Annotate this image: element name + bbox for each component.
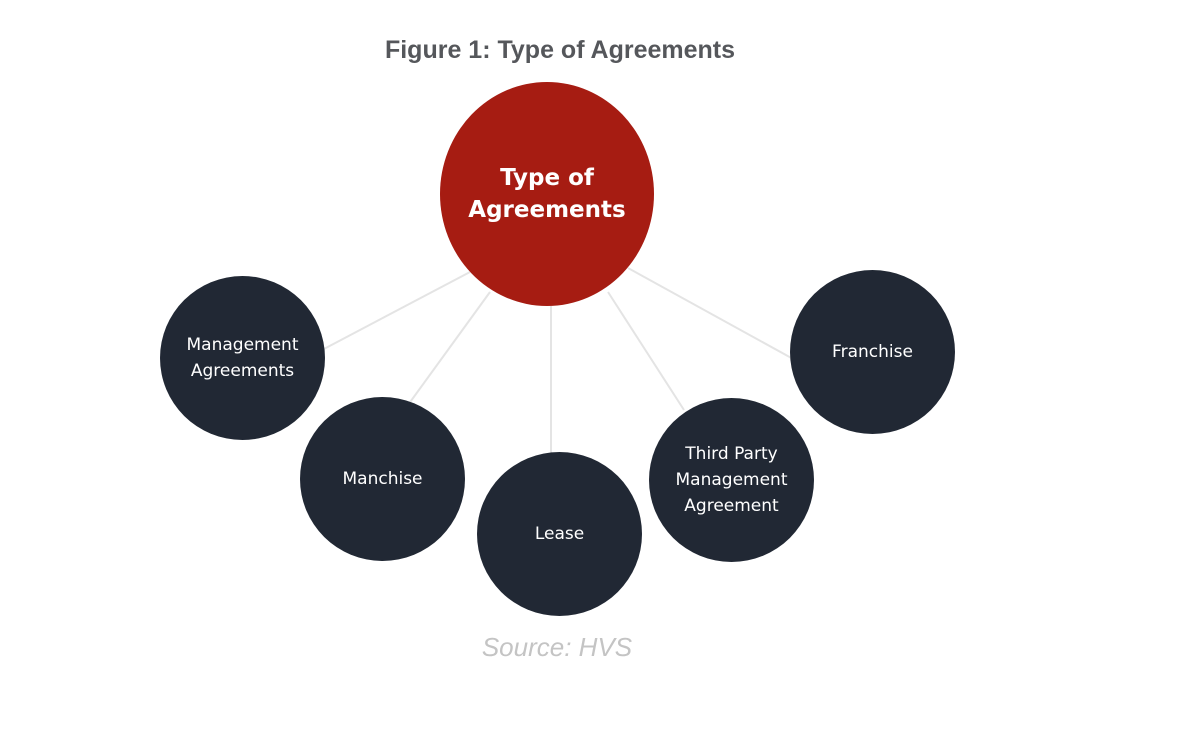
- figure-title: Figure 1: Type of Agreements: [384, 36, 736, 64]
- node-third-party-management-agreement: Third Party Management Agreement: [649, 398, 814, 562]
- node-management-agreements: Management Agreements: [160, 276, 325, 440]
- center-node-type-of-agreements: Type of Agreements: [440, 82, 654, 306]
- source-caption: Source: HVS: [481, 632, 633, 662]
- connector-franchise: [627, 267, 796, 361]
- connector-management-agreements: [321, 271, 471, 351]
- node-franchise: Franchise: [790, 270, 955, 434]
- connector-manchise: [407, 291, 491, 406]
- connector-third-party-management: [607, 291, 685, 411]
- node-lease: Lease: [477, 452, 642, 616]
- node-manchise: Manchise: [300, 397, 465, 561]
